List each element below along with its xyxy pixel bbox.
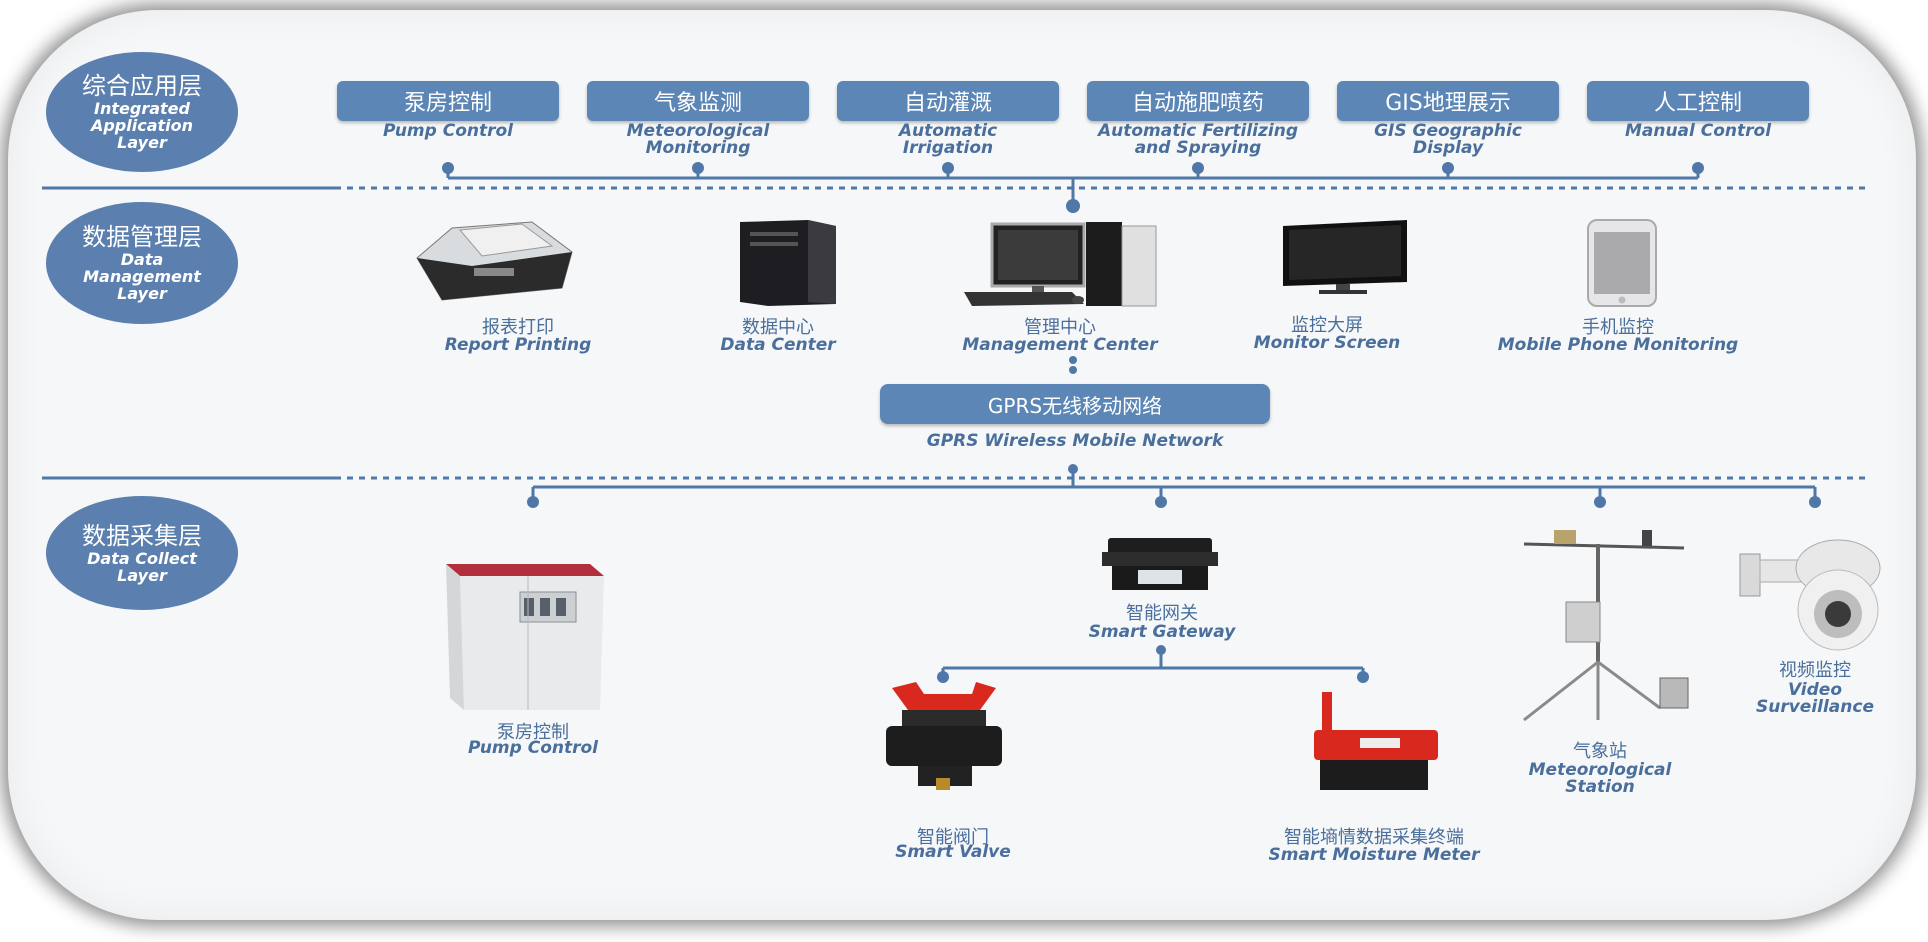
pump-cabinet-icon [446, 564, 604, 710]
device-cn-label: 手机监控 [1582, 317, 1654, 338]
device-cn-label: 数据中心 [742, 317, 814, 338]
app-box-gis: GIS地理展示 [1337, 81, 1559, 121]
device-cn-label: 视频监控 [1779, 660, 1851, 681]
layer-title: 数据管理层 [82, 223, 202, 251]
dome-camera-icon [1739, 539, 1881, 651]
layer-title: 数据采集层 [82, 521, 202, 550]
gateway-icon [1102, 538, 1218, 590]
device-en-label: Pump Control [467, 738, 599, 758]
device-cn-label: 监控大屏 [1291, 315, 1363, 336]
printer-icon [416, 221, 573, 301]
gprs-network-label: GPRS Wireless Mobile Network [926, 431, 1224, 451]
moisture-meter-icon [1314, 692, 1438, 790]
app-label-pump-control: Pump Control [382, 121, 514, 141]
device-cn-label: 智能阀门 [917, 827, 989, 848]
server-icon [740, 220, 836, 306]
device-en-label: Data Center [720, 335, 836, 355]
smartphone-icon [1587, 219, 1657, 307]
device-en-label: Smart Gateway [1088, 622, 1236, 642]
device-cn-label: 管理中心 [1024, 317, 1096, 338]
layer-subtitle: Management [83, 267, 201, 286]
device-cn-label: 报表打印 [482, 317, 554, 338]
device-cn-label: 智能墒情数据采集终端 [1284, 827, 1464, 848]
layer-circle-collection: 数据采集层 Data Collect Layer [46, 496, 238, 610]
device-cn-label: 气象站 [1573, 741, 1627, 762]
app-box-meteorological: 气象监测 [587, 81, 809, 121]
layer-subtitle: Layer [117, 133, 167, 152]
layer-subtitle: Layer [117, 284, 167, 303]
weather-station-icon [1523, 530, 1689, 722]
device-cn-label: 泵房控制 [497, 722, 569, 743]
layer-subtitle: Data [120, 250, 164, 269]
device-en-label: Monitor Screen [1253, 333, 1401, 353]
layer-subtitle: Data Collect [87, 548, 197, 568]
layer-subtitle: Layer [117, 565, 167, 585]
gprs-network-box: GPRS无线移动网络 [880, 384, 1270, 424]
layer-title: 综合应用层 [82, 72, 202, 100]
layer-circle-application: 综合应用层 Integrated Application Layer [46, 52, 238, 172]
app-box-pump-control: 泵房控制 [337, 81, 559, 121]
app-box-fertilizing: 自动施肥喷药 [1087, 81, 1309, 121]
layer-subtitle: Integrated [94, 99, 190, 118]
device-en-label: Mobile Phone Monitoring [1497, 335, 1739, 355]
device-en-label: Management Center [962, 335, 1158, 355]
app-label-manual-control: Manual Control [1624, 121, 1772, 141]
app-box-irrigation: 自动灌溉 [837, 81, 1059, 121]
valve-icon [886, 682, 1002, 790]
app-box-manual-control: 人工控制 [1587, 81, 1809, 121]
layer-circle-management: 数据管理层 Data Management Layer [46, 202, 238, 324]
layer-subtitle: Application [90, 116, 194, 135]
device-en-label: Report Printing [444, 335, 592, 355]
device-en-label: Smart Valve [895, 842, 1011, 862]
monitor-icon [1283, 220, 1407, 294]
desktop-computer-icon [964, 222, 1157, 307]
device-en-label: Smart Moisture Meter [1268, 845, 1480, 865]
device-cn-label: 智能网关 [1126, 603, 1198, 624]
